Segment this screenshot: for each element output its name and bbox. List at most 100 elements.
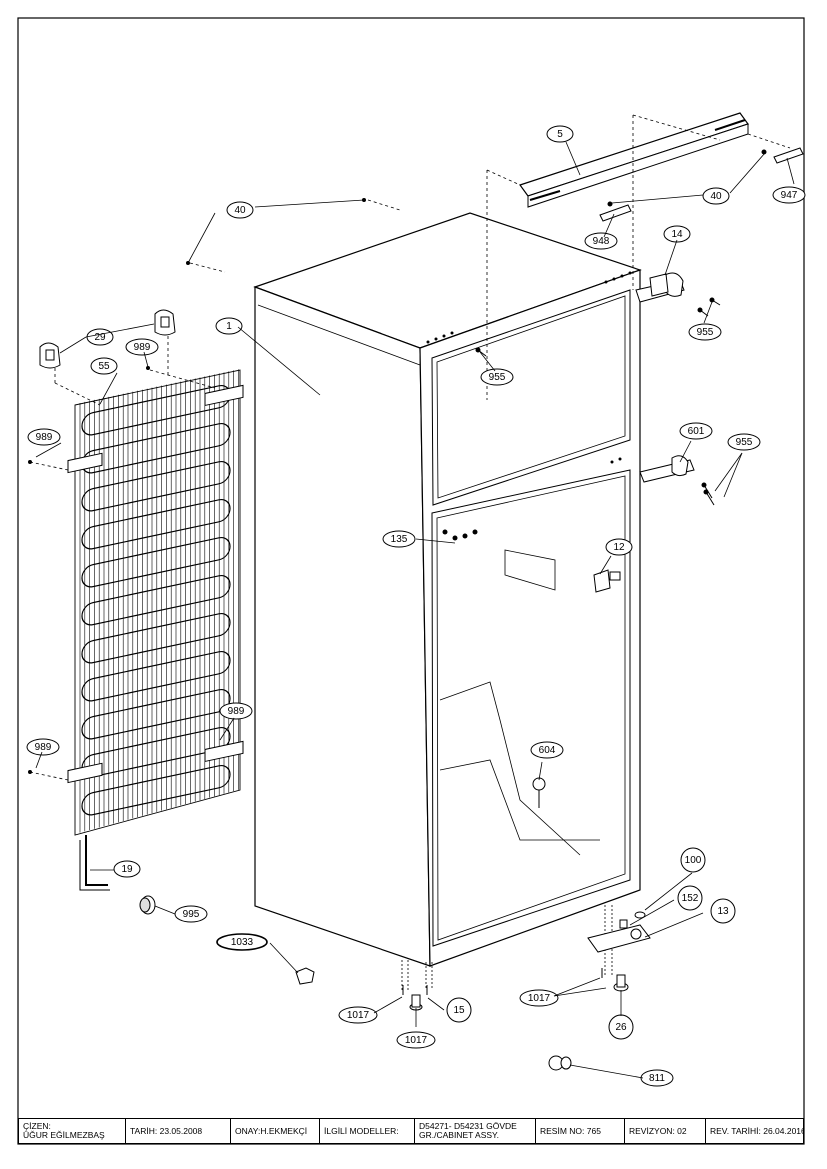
callout-number: 26 <box>615 1022 627 1033</box>
condenser-tube-loop <box>81 574 231 626</box>
approved-cell: ONAY:H.EKMEKÇİ <box>231 1119 320 1143</box>
callout-number: 15 <box>453 1005 465 1016</box>
callout-number: 1017 <box>347 1010 370 1021</box>
drawing-number: RESİM NO: 765 <box>540 1125 601 1136</box>
models-line-2: GR./CABINET ASSY. <box>419 1130 499 1140</box>
drawing-frame <box>17 17 805 1145</box>
callout-number: 989 <box>36 432 53 443</box>
callout-number: 601 <box>688 426 705 437</box>
top-trim-profile <box>519 112 749 208</box>
callout-604: 604 <box>530 741 564 759</box>
models-label: İLGİLİ MODELLER: <box>324 1125 399 1136</box>
bottom-hinge <box>587 911 651 953</box>
adjustable-feet <box>139 895 629 1071</box>
callout-989: 989 <box>26 738 60 756</box>
callout-1033: 1033 <box>216 933 268 951</box>
callout-1017: 1017 <box>396 1031 436 1049</box>
approved-by: ONAY:H.EKMEKÇİ <box>235 1125 308 1136</box>
callout-989: 989 <box>219 702 253 720</box>
callout-number: 955 <box>489 372 506 383</box>
callout-12: 12 <box>605 538 633 556</box>
callout-955: 955 <box>727 433 761 451</box>
callout-5: 5 <box>546 125 574 143</box>
models-label-cell: İLGİLİ MODELLER: <box>320 1119 415 1143</box>
drawn-by-label: ÇİZEN: <box>23 1121 51 1131</box>
revision-cell: REVİZYON: 02 <box>625 1119 706 1143</box>
callout-number: 152 <box>682 893 699 904</box>
screws <box>28 149 767 995</box>
drawing-date: TARİH: 23.05.2008 <box>130 1125 203 1136</box>
end-cap-947 <box>773 147 804 164</box>
callout-number: 604 <box>539 745 556 756</box>
callout-number: 19 <box>121 864 133 875</box>
door-stop <box>593 569 621 593</box>
callout-40: 40 <box>702 187 730 205</box>
drawn-by-name: ÜĞUR EĞİLMEZBAŞ <box>23 1130 105 1140</box>
revision-date: REV. TARİHİ: 26.04.2016 <box>710 1125 803 1136</box>
callout-number: 5 <box>557 129 563 140</box>
callout-1017: 1017 <box>338 1006 378 1024</box>
leader-lines <box>35 141 795 1079</box>
condenser-clip <box>39 309 176 369</box>
callout-100: 100 <box>680 847 706 873</box>
spacer-948 <box>599 204 632 222</box>
callout-number: 1017 <box>405 1035 428 1046</box>
drawn-by-cell: ÇİZEN: ÜĞUR EĞİLMEZBAŞ <box>19 1119 126 1143</box>
callout-995: 995 <box>174 905 208 923</box>
callout-29: 29 <box>86 328 114 346</box>
callout-number: 995 <box>183 909 200 920</box>
condenser-tube-loop <box>81 536 231 588</box>
top-hinge <box>635 272 685 303</box>
callout-number: 989 <box>35 742 52 753</box>
callout-number: 1033 <box>231 937 254 948</box>
callout-number: 947 <box>781 190 798 201</box>
callout-number: 948 <box>593 236 610 247</box>
callout-number: 955 <box>736 437 753 448</box>
callout-947: 947 <box>772 186 806 204</box>
callout-15: 15 <box>446 997 472 1023</box>
title-block: ÇİZEN: ÜĞUR EĞİLMEZBAŞ TARİH: 23.05.2008… <box>18 1118 804 1144</box>
callout-13: 13 <box>710 898 736 924</box>
callout-number: 40 <box>710 191 722 202</box>
callout-number: 13 <box>717 906 729 917</box>
callout-955: 955 <box>688 323 722 341</box>
condenser <box>67 369 244 891</box>
callout-989: 989 <box>125 338 159 356</box>
callout-811: 811 <box>640 1069 674 1087</box>
condenser-tube-loop <box>81 688 231 740</box>
callout-number: 989 <box>134 342 151 353</box>
callout-number: 1017 <box>528 993 551 1004</box>
callout-1: 1 <box>215 317 243 335</box>
callout-number: 955 <box>697 327 714 338</box>
callout-number: 12 <box>613 542 625 553</box>
revision-date-cell: REV. TARİHİ: 26.04.2016 <box>706 1119 803 1143</box>
callout-1017: 1017 <box>519 989 559 1007</box>
cabinet-body <box>253 212 642 990</box>
callout-number: 135 <box>391 534 408 545</box>
condenser-tube-loop <box>81 650 231 702</box>
callout-989: 989 <box>27 428 61 446</box>
condenser-tube-loop <box>81 764 231 816</box>
callout-number: 1 <box>226 321 232 332</box>
date-cell: TARİH: 23.05.2008 <box>126 1119 231 1143</box>
callout-number: 55 <box>98 361 110 372</box>
callout-number: 40 <box>234 205 246 216</box>
callout-955: 955 <box>480 368 514 386</box>
models-line-1: D54271- D54231 GÖVDE <box>419 1121 517 1131</box>
callout-40: 40 <box>226 201 254 219</box>
callout-135: 135 <box>382 530 416 548</box>
middle-hinge <box>639 455 695 483</box>
models-cell: D54271- D54231 GÖVDE GR./CABINET ASSY. <box>415 1119 536 1143</box>
condenser-tube-loop <box>81 498 231 550</box>
callout-number: 989 <box>228 706 245 717</box>
callout-19: 19 <box>113 860 141 878</box>
callout-number: 14 <box>671 229 683 240</box>
callout-26: 26 <box>608 1014 634 1040</box>
callout-601: 601 <box>679 422 713 440</box>
drawing-number-cell: RESİM NO: 765 <box>536 1119 625 1143</box>
revision: REVİZYON: 02 <box>629 1125 687 1136</box>
callout-55: 55 <box>90 357 118 375</box>
callout-number: 100 <box>685 855 702 866</box>
condenser-tube-loop <box>81 460 231 512</box>
